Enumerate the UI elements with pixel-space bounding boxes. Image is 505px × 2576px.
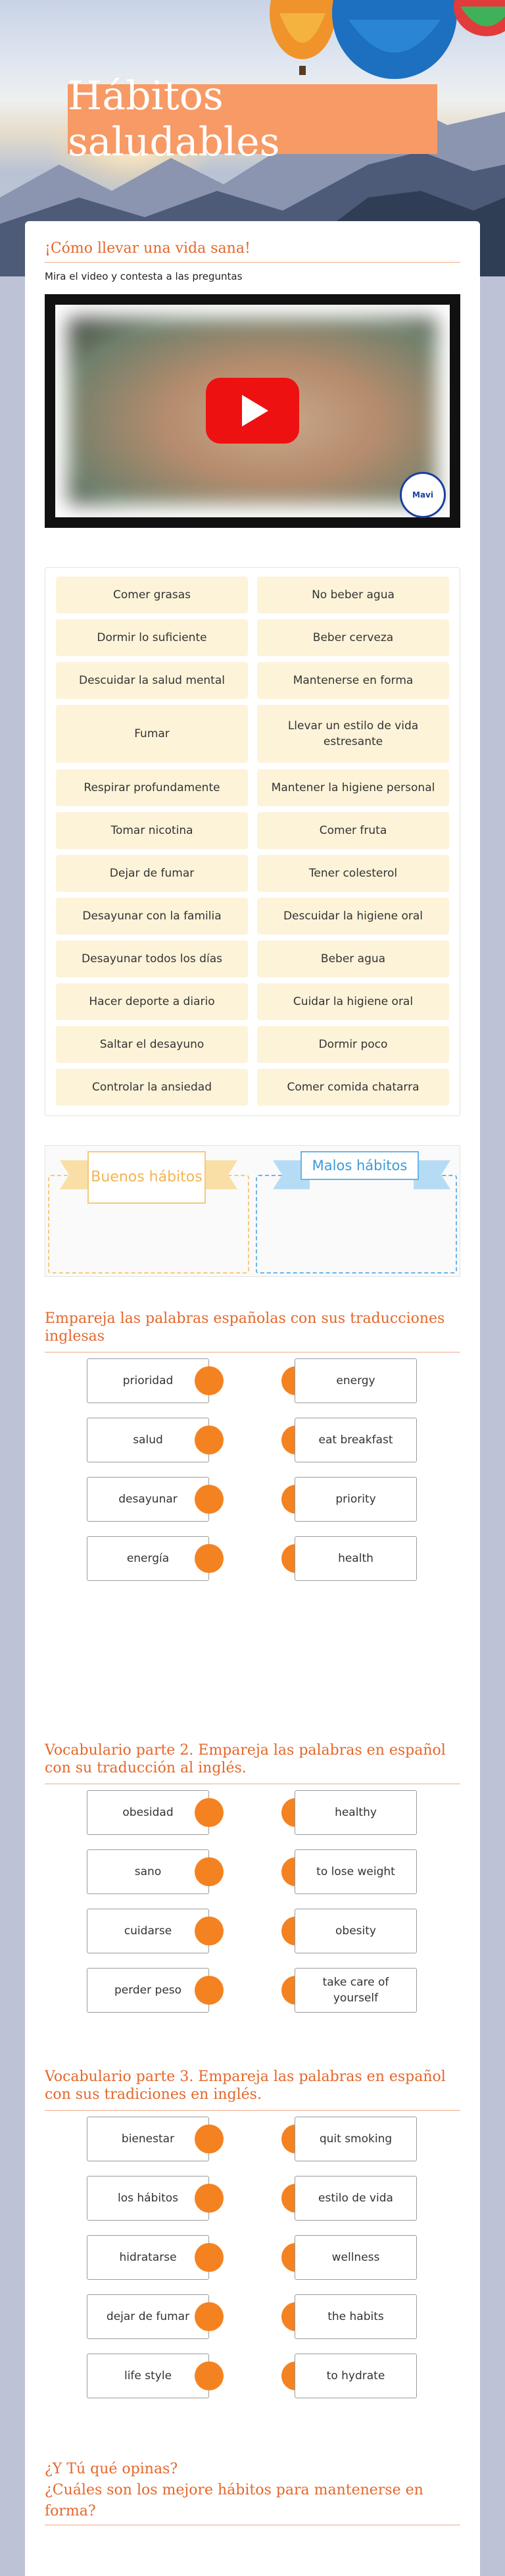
habit-chip[interactable]: Beber agua xyxy=(257,940,449,977)
habit-chip[interactable]: Dejar de fumar xyxy=(56,855,248,892)
play-button[interactable] xyxy=(206,378,299,444)
match-left-item[interactable]: prioridad xyxy=(87,1358,209,1403)
title-box: Hábitos saludables xyxy=(68,73,437,165)
match-right-item[interactable]: to hydrate xyxy=(295,2354,417,2398)
match-connector-dot[interactable] xyxy=(195,1366,224,1395)
match-connector-dot[interactable] xyxy=(195,1544,224,1573)
heading-divider xyxy=(45,262,460,263)
match-connector-dot[interactable] xyxy=(195,1917,224,1945)
match-right-item[interactable]: take care of yourself xyxy=(295,1968,417,2013)
match-connector-dot[interactable] xyxy=(195,2361,224,2390)
match-right-item[interactable]: eat breakfast xyxy=(295,1418,417,1462)
ribbon-right-icon xyxy=(414,1160,450,1189)
match-left-item[interactable]: bienestar xyxy=(87,2117,209,2161)
hero-banner: Hábitos saludables xyxy=(0,0,505,276)
match-right-item[interactable]: energy xyxy=(295,1358,417,1403)
ribbon-right-icon xyxy=(201,1160,237,1189)
match-left-item[interactable]: los hábitos xyxy=(87,2176,209,2221)
match-right-item[interactable]: quit smoking xyxy=(295,2117,417,2161)
heading-divider xyxy=(45,2110,460,2111)
habit-chip[interactable]: Tomar nicotina xyxy=(56,812,248,849)
habit-chip[interactable]: Mantenerse en forma xyxy=(257,662,449,699)
match-left-item[interactable]: energía xyxy=(87,1536,209,1581)
match-connector-dot[interactable] xyxy=(195,2125,224,2153)
match-left-item[interactable]: desayunar xyxy=(87,1477,209,1522)
match-connector-dot[interactable] xyxy=(195,1426,224,1455)
play-icon xyxy=(242,395,268,426)
video-player[interactable]: Mavi xyxy=(45,294,460,528)
habit-chip[interactable]: Dormir poco xyxy=(257,1026,449,1063)
match-right-item[interactable]: the habits xyxy=(295,2294,417,2339)
habit-chip[interactable]: Fumar xyxy=(56,705,248,763)
balloon-rainbow-icon xyxy=(454,0,505,36)
habit-chip[interactable]: Comer fruta xyxy=(257,812,449,849)
match-right-item[interactable]: healthy xyxy=(295,1790,417,1835)
match-left-item[interactable]: life style xyxy=(87,2354,209,2398)
mavi-logo: Mavi xyxy=(400,472,446,518)
habit-chip[interactable]: Desayunar todos los días xyxy=(56,940,248,977)
match-connector-dot[interactable] xyxy=(195,1976,224,2005)
instruction-text: Mira el video y contesta a las preguntas xyxy=(45,270,243,282)
habit-chip[interactable]: Comer comida chatarra xyxy=(257,1069,449,1106)
habit-chip[interactable]: Llevar un estilo de vida estresante xyxy=(257,705,449,763)
habit-chip[interactable]: Respirar profundamente xyxy=(56,769,248,806)
bad-habits-label: Malos hábitos xyxy=(301,1151,419,1180)
habit-chip[interactable]: Controlar la ansiedad xyxy=(56,1069,248,1106)
match-connector-dot[interactable] xyxy=(195,1798,224,1827)
match-left-item[interactable]: salud xyxy=(87,1418,209,1462)
match-left-item[interactable]: cuidarse xyxy=(87,1909,209,1953)
habit-chip[interactable]: Descuidar la higiene oral xyxy=(257,898,449,935)
match-connector-dot[interactable] xyxy=(195,1485,224,1514)
habit-chip[interactable]: Comer grasas xyxy=(56,577,248,613)
match-left-item[interactable]: obesidad xyxy=(87,1790,209,1835)
page-title: Hábitos saludables xyxy=(68,73,280,165)
habit-chip[interactable]: Tener colesterol xyxy=(257,855,449,892)
habit-chip[interactable]: Descuidar la salud mental xyxy=(56,662,248,699)
match-right-item[interactable]: to lose weight xyxy=(295,1849,417,1894)
habit-chip[interactable]: Beber cerveza xyxy=(257,619,449,656)
balloon-blue-icon xyxy=(332,0,457,79)
habit-chip[interactable]: Desayunar con la familia xyxy=(56,898,248,935)
bad-habits-dropzone[interactable] xyxy=(256,1175,457,1274)
match-connector-dot[interactable] xyxy=(195,2302,224,2331)
habit-chip[interactable]: Dormir lo suficiente xyxy=(56,619,248,656)
match-left-item[interactable]: hidratarse xyxy=(87,2235,209,2280)
habit-chip[interactable]: Saltar el desayuno xyxy=(56,1026,248,1063)
match2-heading: Vocabulario parte 2. Empareja las palabr… xyxy=(45,1742,446,1776)
match-right-item[interactable]: health xyxy=(295,1536,417,1581)
habit-chip[interactable]: Mantener la higiene personal xyxy=(257,769,449,806)
habit-chip[interactable]: Hacer deporte a diario xyxy=(56,983,248,1020)
content-card: ¡Cómo llevar una vida sana! Mira el vide… xyxy=(25,221,480,2576)
match-left-item[interactable]: perder peso xyxy=(87,1968,209,2013)
habit-chip[interactable]: No beber agua xyxy=(257,577,449,613)
best-habits-question: ¿Cuáles son los mejore hábitos para mant… xyxy=(45,2482,423,2519)
match-connector-dot[interactable] xyxy=(195,1857,224,1886)
match-connector-dot[interactable] xyxy=(195,2184,224,2213)
good-habits-label: Buenos hábitos xyxy=(87,1151,206,1204)
match-right-item[interactable]: wellness xyxy=(295,2235,417,2280)
match-left-item[interactable]: dejar de fumar xyxy=(87,2294,209,2339)
sort-area: Buenos hábitos Malos hábitos xyxy=(45,1145,460,1277)
opinion-question: ¿Y Tú qué opinas? xyxy=(45,2461,178,2477)
match-right-item[interactable]: estilo de vida xyxy=(295,2176,417,2221)
match-connector-dot[interactable] xyxy=(195,2243,224,2272)
match-right-item[interactable]: obesity xyxy=(295,1909,417,1953)
section-heading: ¡Cómo llevar una vida sana! xyxy=(45,240,251,257)
match3-heading: Vocabulario parte 3. Empareja las palabr… xyxy=(45,2069,446,2103)
match-right-item[interactable]: priority xyxy=(295,1477,417,1522)
match1-heading: Empareja las palabras españolas con sus … xyxy=(45,1310,445,1345)
match-left-item[interactable]: sano xyxy=(87,1849,209,1894)
balloon-orange-icon xyxy=(270,0,335,75)
habit-chip[interactable]: Cuidar la higiene oral xyxy=(257,983,449,1020)
